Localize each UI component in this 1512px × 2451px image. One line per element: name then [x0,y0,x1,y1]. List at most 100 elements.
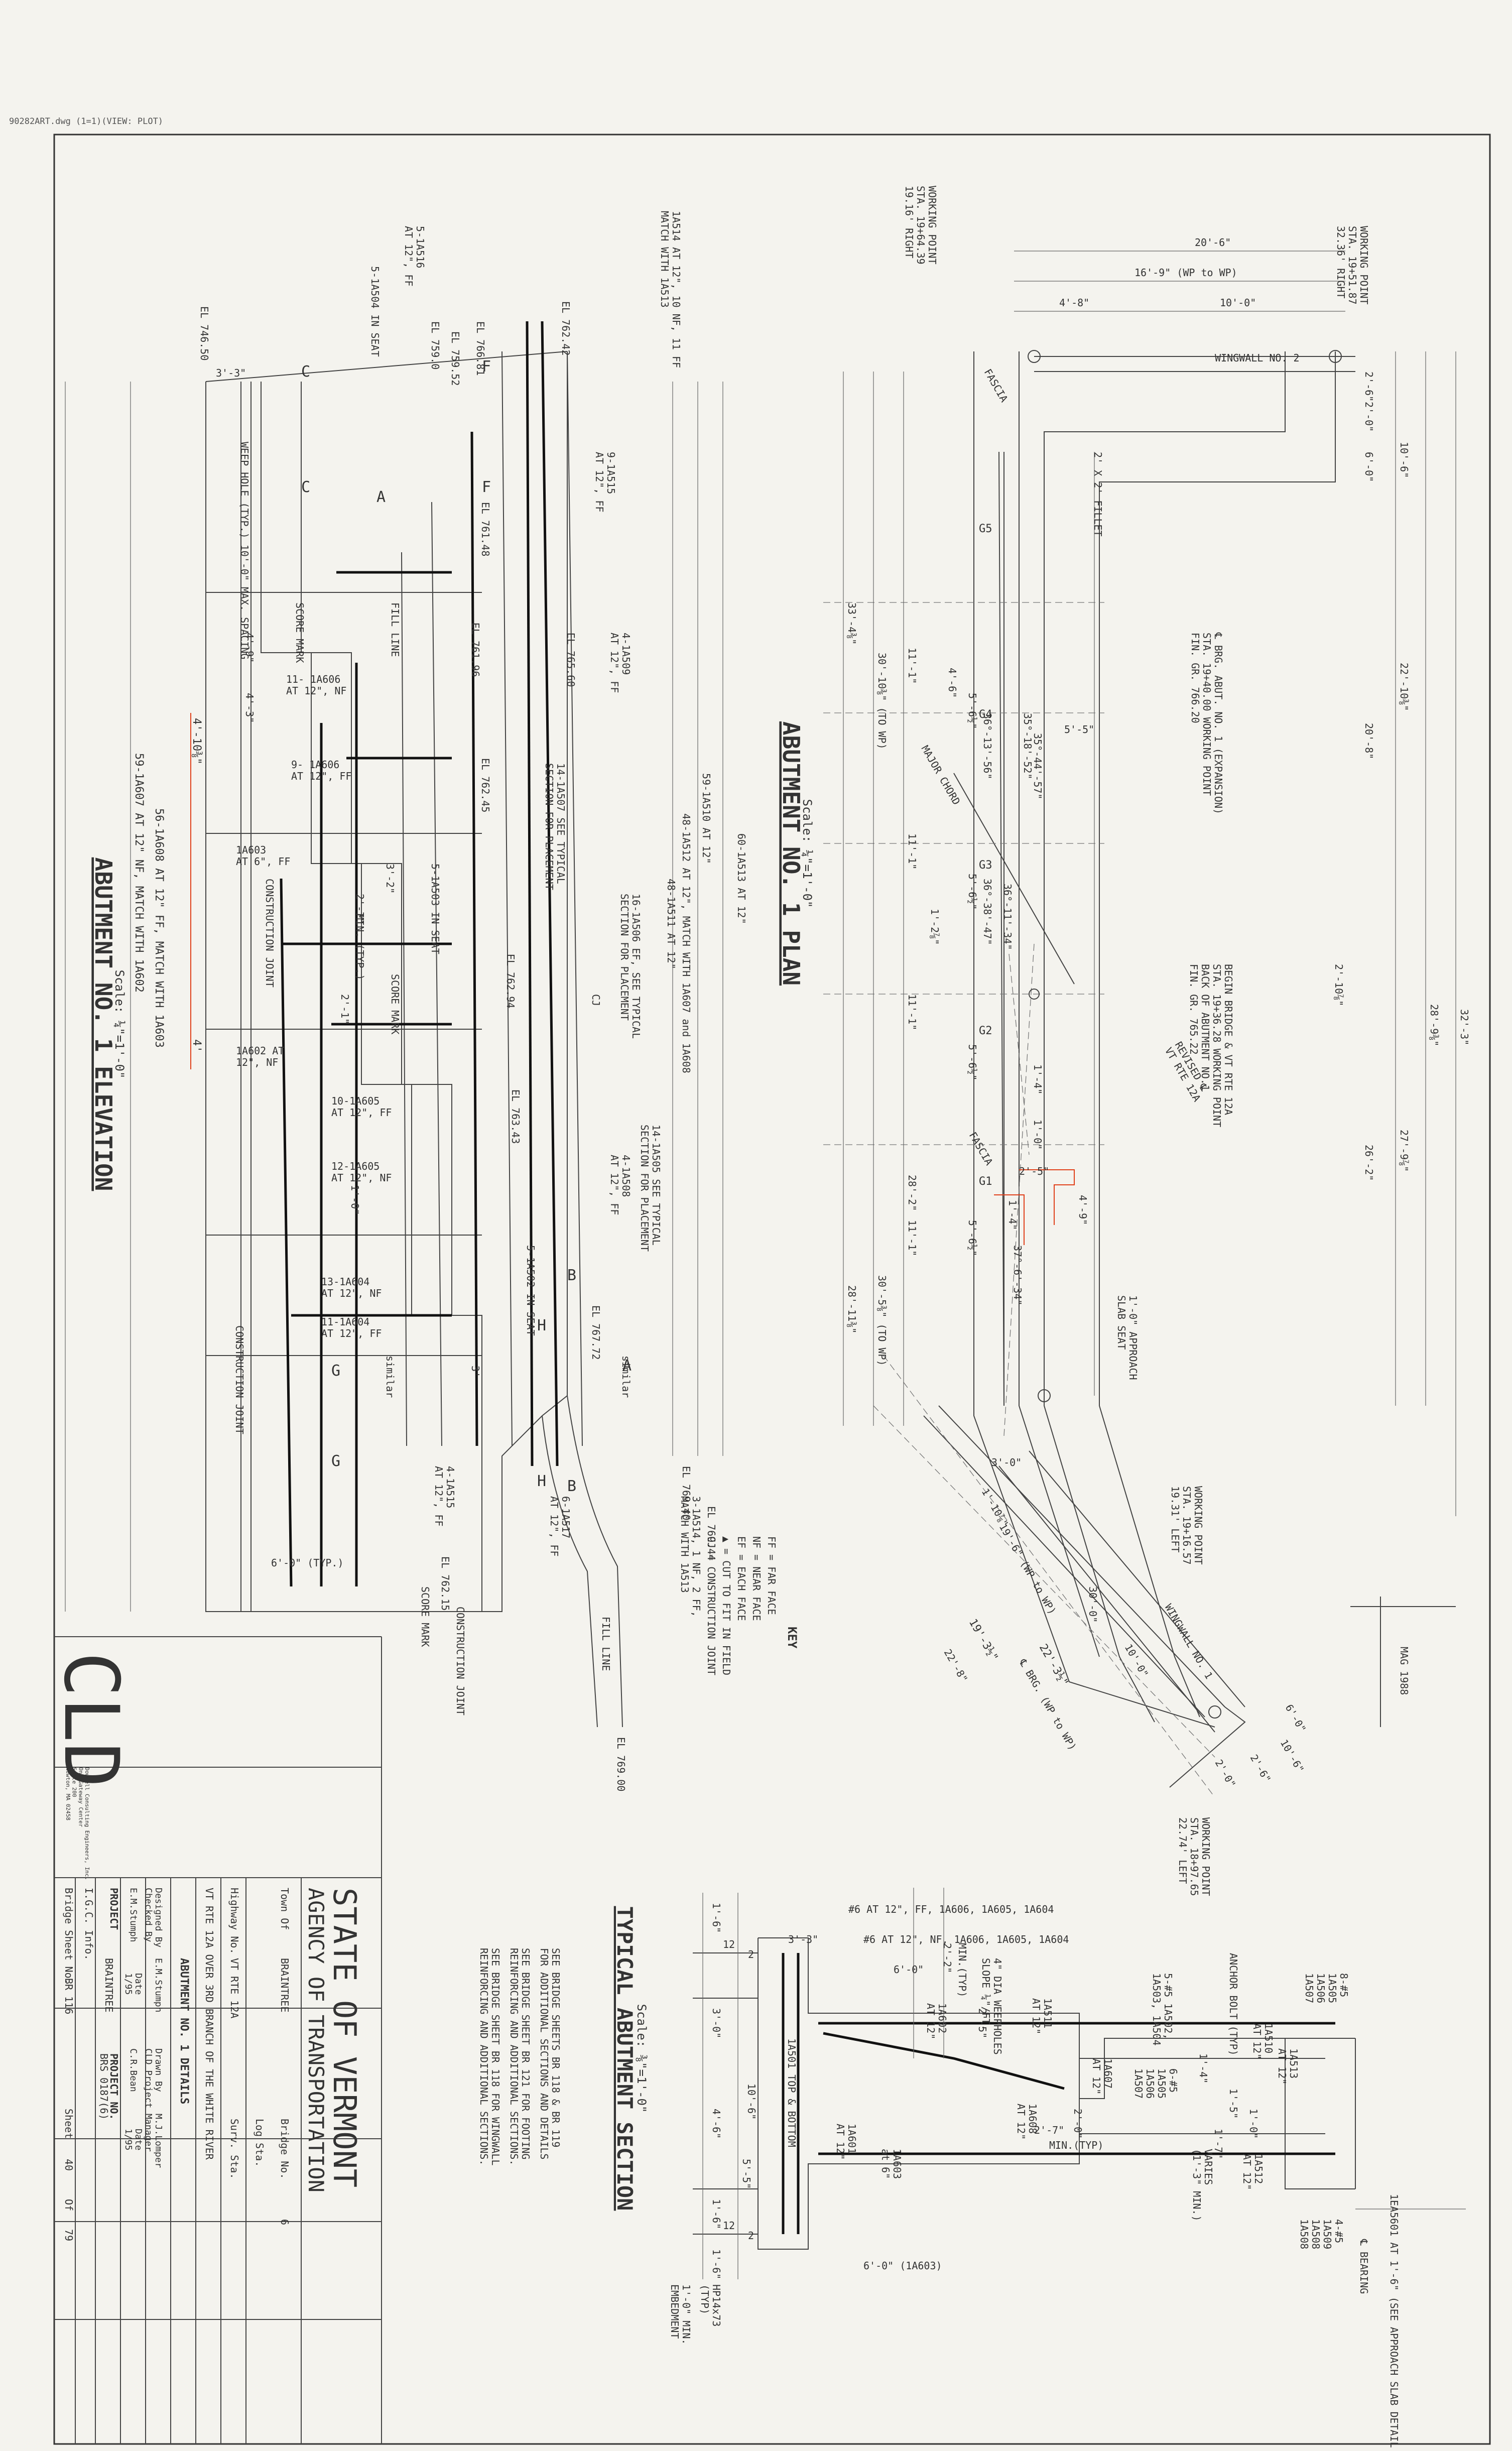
title-block: CLD Dowdell Consulting Engineers, Inc.On… [47,1652,382,2444]
project-name: BRAINTREE [103,1958,115,2012]
section-marker: F [482,478,491,496]
svg-text:1A602AT 12": 1A602AT 12" [925,2003,948,2039]
svg-text:26'-2": 26'-2" [1363,1145,1375,1181]
svg-text:I.G.C. Info.: I.G.C. Info. [83,1888,95,1960]
svg-text:FILL LINE: FILL LINE [600,1617,612,1671]
svg-text:SEE BRIDGE SHEETS BR 118 & BR: SEE BRIDGE SHEETS BR 118 & BR 119FOR ADD… [538,1948,562,2159]
svg-text:1'-6": 1'-6" [710,2249,722,2279]
svg-text:6'-0": 6'-0" [1283,1702,1309,1735]
elevation-value: EL 762.94 [505,954,517,1008]
svg-text:4'-9": 4'-9" [243,633,256,663]
svg-text:E.M.Stumph: E.M.Stumph [128,1888,139,1942]
svg-text:16-1A506 EF, SEE TYPICALSECTIO: 16-1A506 EF, SEE TYPICALSECTION FOR PLAC… [618,894,642,1039]
svg-text:4-1A508AT 12", FF: 4-1A508AT 12", FF [608,1155,632,1215]
svg-text:4'-6": 4'-6" [710,2109,722,2139]
firm-logo: CLD [47,1652,135,1788]
sheet-title: ABUTMENT NO. 1 DETAILS [178,1958,190,2104]
project-description: VT RTE 12A OVER 3RD BRANCH OF THE WHITE … [203,1888,215,2160]
fascia-label: FASCIA [982,367,1011,405]
section-marker: H [537,1473,546,1490]
svg-text:2'-0": 2'-0" [1213,1758,1238,1790]
svg-text:℄ BEARING: ℄ BEARING [1358,2239,1370,2294]
svg-text:20'-6": 20'-6" [1195,236,1231,249]
key-title: KEY [785,1627,799,1649]
svg-text:Checked By: Checked By [143,1888,154,1942]
svg-text:C.R.Bean: C.R.Bean [128,2048,139,2092]
svg-text:Date: Date [133,1973,144,1995]
red-dimension: 19'-3½" [966,1617,1000,1664]
svg-text:5'-5": 5'-5" [1064,723,1094,736]
typical-abutment-section: TYPICAL ABUTMENT SECTION Scale: ⅜"=1'-0" [612,1888,1466,2279]
svg-text:SEE BRIDGE SHEET BR 118 FOR WI: SEE BRIDGE SHEET BR 118 FOR WINGWALLREIN… [478,1948,501,2165]
svg-text:NF = NEAR FACE: NF = NEAR FACE [750,1536,763,1621]
section-marker: A [622,1357,632,1375]
elevation-value: EL 762.42 [560,301,572,355]
plan-outline-outer [1099,351,1336,1718]
svg-text:FILL LINE: FILL LINE [389,602,401,657]
svg-text:12: 12 [723,1938,735,1950]
svg-text:#6 AT 12", NF, 1A606, 1A605, 1: #6 AT 12", NF, 1A606, 1A605, 1A604 [863,1933,1069,1945]
rebar-line [541,321,559,1466]
girder-label: G2 [979,1025,992,1037]
svg-text:1A608AT 12": 1A608AT 12" [1015,2104,1039,2140]
svg-text:1/95: 1/95 [123,1973,134,1995]
brg-wp-label: ℄ BRG. (WP to WP) [1017,1657,1079,1753]
svg-text:5'-6½": 5'-6½" [966,874,978,910]
svg-text:36°-11'-34": 36°-11'-34" [1001,884,1014,950]
svg-text:6'-0": 6'-0" [894,1964,924,1976]
svg-text:1A513AT 12": 1A513AT 12" [1276,2048,1300,2085]
svg-text:3': 3' [469,1366,481,1378]
svg-text:Highway No.: Highway No. [228,1888,240,1954]
svg-text:60-1A513 AT 12": 60-1A513 AT 12" [735,833,747,924]
svg-text:36°-38'-47": 36°-38'-47" [981,879,993,945]
svg-text:Sheet: Sheet [63,2109,75,2139]
svg-text:Town Of: Town Of [279,1888,291,1930]
abutment-elevation: ABUTMENT NO. 1 ELEVATION Scale: ¼"=1'-0" [65,321,723,1728]
section-marker: B [567,1267,576,1284]
svg-text:56-1A608 AT 12" FF, MATCH WITH: 56-1A608 AT 12" FF, MATCH WITH 1A603 [153,808,165,1048]
section-marker: C [301,363,310,381]
plan-red-revision [1019,1169,1075,1225]
elevation-scale: Scale: ¼"=1'-0" [112,970,127,1079]
svg-text:37°-6'-34": 37°-6'-34" [1012,1245,1024,1305]
svg-text:2'-10⅞": 2'-10⅞" [1333,964,1345,1006]
svg-text:1'-0" MIN.EMBEDMENT: 1'-0" MIN.EMBEDMENT [669,2284,692,2345]
typical-section-title: TYPICAL ABUTMENT SECTION [612,1906,637,2211]
svg-text:12: 12 [723,2220,735,2232]
svg-text:1'-0": 1'-0" [1032,1120,1044,1150]
svg-text:6'-0" (TYP.): 6'-0" (TYP.) [271,1557,344,1569]
svg-text:1'-2⅞": 1'-2⅞" [929,909,941,945]
plan-title: ABUTMENT NO. 1 PLAN [778,721,805,986]
elevation-value: EL 765.60 [565,633,577,687]
svg-text:16'-9" (WP to WP): 16'-9" (WP to WP) [1135,267,1237,279]
svg-text:11'-1": 11'-1" [906,648,918,684]
file-header: 90282ART.dwg (1=1)(VIEW: PLOT) [9,116,164,127]
svg-text:4-1A509AT 12", FF: 4-1A509AT 12", FF [608,633,632,693]
svg-text:3'-2": 3'-2" [384,864,396,894]
svg-text:48-1A512 AT 12", MATCH WITH 1A: 48-1A512 AT 12", MATCH WITH 1A607 and 1A… [680,813,692,1073]
svg-text:3'-0": 3'-0" [710,2008,722,2038]
svg-text:28'-9⅜": 28'-9⅜" [1428,1004,1440,1046]
svg-text:1'-7": 1'-7" [1212,2129,1224,2159]
svg-text:4'-6": 4'-6" [946,668,958,698]
svg-text:30'-5⅜" (TO WP): 30'-5⅜" (TO WP) [876,1275,888,1366]
plan-outline-inner [1044,351,1286,1723]
svg-text:22'-8": 22'-8" [942,1647,970,1685]
section-marker: G [331,1362,340,1380]
svg-text:2: 2 [748,2230,754,2242]
section-marker: F [482,358,491,376]
svg-text:HP14x73(TYP): HP14x73(TYP) [699,2284,722,2326]
svg-text:10'-0": 10'-0" [1220,297,1256,309]
svg-text:2'-6": 2'-6" [1248,1753,1274,1785]
section-marker: G [331,1452,340,1470]
approach-slab-label: 1'-0" APPROACHSLAB SEAT [1115,1295,1139,1380]
svg-text:10'-6": 10'-6" [745,2084,758,2120]
key-legend: KEY FF = FAR FACE NF = NEAR FACE EF = EA… [705,1536,799,1675]
svg-text:22'-10⅜": 22'-10⅜" [1398,663,1410,711]
